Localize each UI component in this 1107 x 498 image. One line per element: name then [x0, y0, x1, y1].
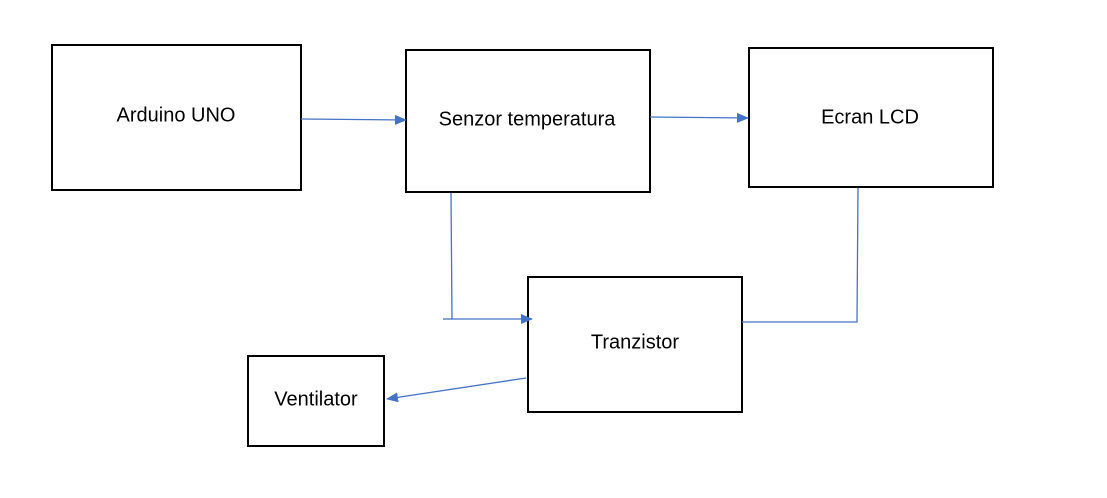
- arrow-senzor-to-lcd: [649, 112, 749, 123]
- arrow-arduino-to-senzor: [300, 114, 407, 125]
- block-ecran-lcd: Ecran LCD: [748, 47, 994, 188]
- connector-lcd-to-tranzistor: [742, 187, 859, 323]
- block-ventilator-box: [247, 355, 385, 447]
- block-senzor-temperatura-label: Senzor temperatura: [439, 108, 617, 130]
- block-senzor-temperatura: Senzor temperatura: [405, 49, 651, 193]
- connectors: [300, 112, 859, 403]
- block-tranzistor-label: Tranzistor: [591, 331, 680, 353]
- block-tranzistor: Tranzistor: [527, 276, 743, 413]
- block-tranzistor-box: [527, 276, 743, 413]
- arrow-tranzistor-to-ventilator: [386, 377, 527, 403]
- block-ventilator: Ventilator: [247, 355, 385, 447]
- block-senzor-temperatura-box: [405, 49, 651, 193]
- block-ecran-lcd-box: [748, 47, 994, 188]
- block-arduino-uno: Arduino UNO: [51, 44, 302, 191]
- block-arduino-uno-box: [51, 44, 302, 191]
- block-ecran-lcd-label: Ecran LCD: [821, 106, 919, 128]
- arrow-senzor-to-tranzistor: [450, 192, 533, 324]
- block-arduino-uno-label: Arduino UNO: [117, 104, 236, 126]
- block-ventilator-label: Ventilator: [274, 388, 358, 410]
